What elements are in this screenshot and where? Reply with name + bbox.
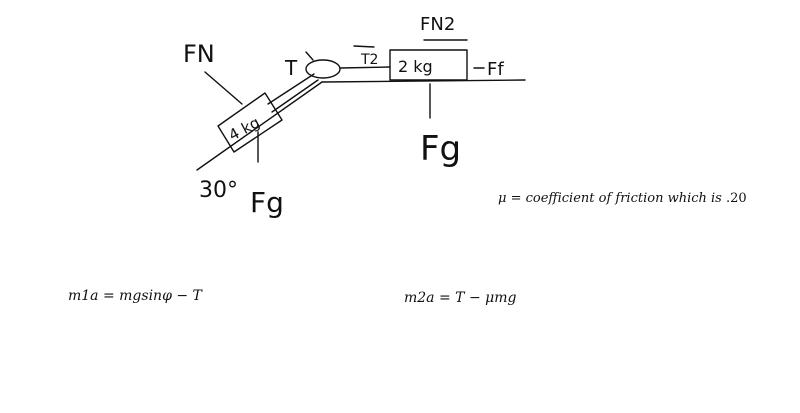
tension-left-tick [305, 51, 314, 61]
table-surface [321, 79, 526, 83]
block-2kg [389, 49, 468, 81]
normal-force-left-line [204, 71, 243, 105]
normal-force-left-label: FN [183, 40, 215, 68]
mu-note-value: .20 [726, 191, 747, 206]
mu-note: μ = coefficient of friction which is .20 [498, 191, 747, 206]
block-4kg [217, 92, 283, 153]
tension-right-arrow [353, 45, 375, 48]
block-4kg-label: 4 kg [226, 113, 263, 144]
tension-right-label: T2 [360, 52, 378, 68]
rope-incline [267, 73, 315, 105]
friction-label: Ff [487, 59, 504, 80]
tension-left-label: T [284, 56, 298, 80]
rope-incline-lower [271, 79, 319, 113]
block-2kg-label: 2 kg [398, 57, 433, 76]
mu-note-text: μ = coefficient of friction which is [498, 191, 722, 206]
equation-block-2: m2a = T − μmg [404, 290, 517, 306]
incline-angle-label: 30° [199, 178, 238, 203]
normal-force-right-label: FN2 [420, 14, 455, 35]
rope-horizontal [339, 66, 391, 69]
weight-left-label: Fg [250, 186, 284, 219]
equation-block-1: m1a = mgsinφ − T [68, 288, 204, 304]
weight-right-label: Fg [420, 129, 461, 169]
pulley [305, 59, 341, 79]
incline-surface [196, 81, 323, 171]
